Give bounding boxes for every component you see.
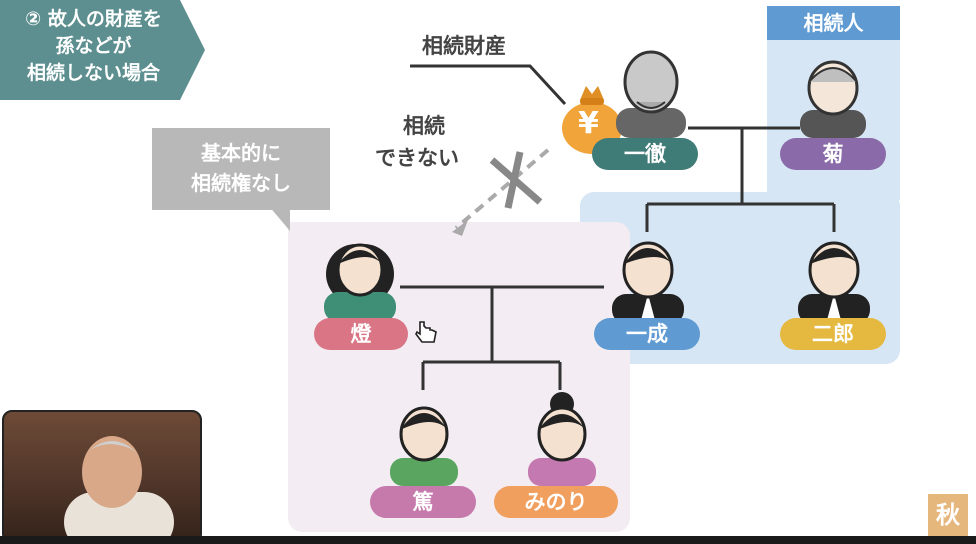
callout-tail [268,205,290,231]
watermark-logo: 秋 [928,494,968,536]
callout-line-2: 相続権なし [191,171,291,195]
name-tag-jiro: 二郎 [780,318,886,350]
grandfather-avatar [616,50,686,138]
name-tag-kazunari: 一成 [594,318,700,350]
yen-symbol: ¥ [578,106,599,141]
grandmother-avatar [800,60,866,138]
callout-line-1: 基本的に [201,141,281,165]
name-tag-minori: みのり [494,486,618,518]
bottom-bar [0,536,976,544]
hand-cursor-icon [415,321,437,343]
inheritance-property-label: 相続財産 [422,34,506,58]
heirs-label: 相続人 [767,6,900,40]
cannot-inherit-line-2: できない [375,146,459,170]
name-tag-atsushi: 篤 [370,486,476,518]
cannot-inherit-line-1: 相続 [403,114,445,138]
minori-avatar [528,392,596,486]
akari-avatar [324,243,396,322]
kazunari-avatar [612,241,684,324]
atsushi-avatar [390,406,458,486]
topic-banner: ② 故人の財産を 孫などが 相続しない場合 [0,0,205,100]
name-tag-issei: 一徹 [592,138,698,170]
banner-line-1: ② 故人の財産を [25,8,162,30]
presenter-webcam [2,410,202,544]
banner-line-2: 孫などが [55,35,132,57]
banner-line-3: 相続しない場合 [26,62,160,84]
name-tag-akari: 燈 [314,318,408,350]
jiro-avatar [798,241,870,324]
no-inheritance-callout: 基本的に 相続権なし [152,128,330,210]
presenter-silhouette [64,436,174,542]
name-tag-kiku: 菊 [780,138,886,170]
